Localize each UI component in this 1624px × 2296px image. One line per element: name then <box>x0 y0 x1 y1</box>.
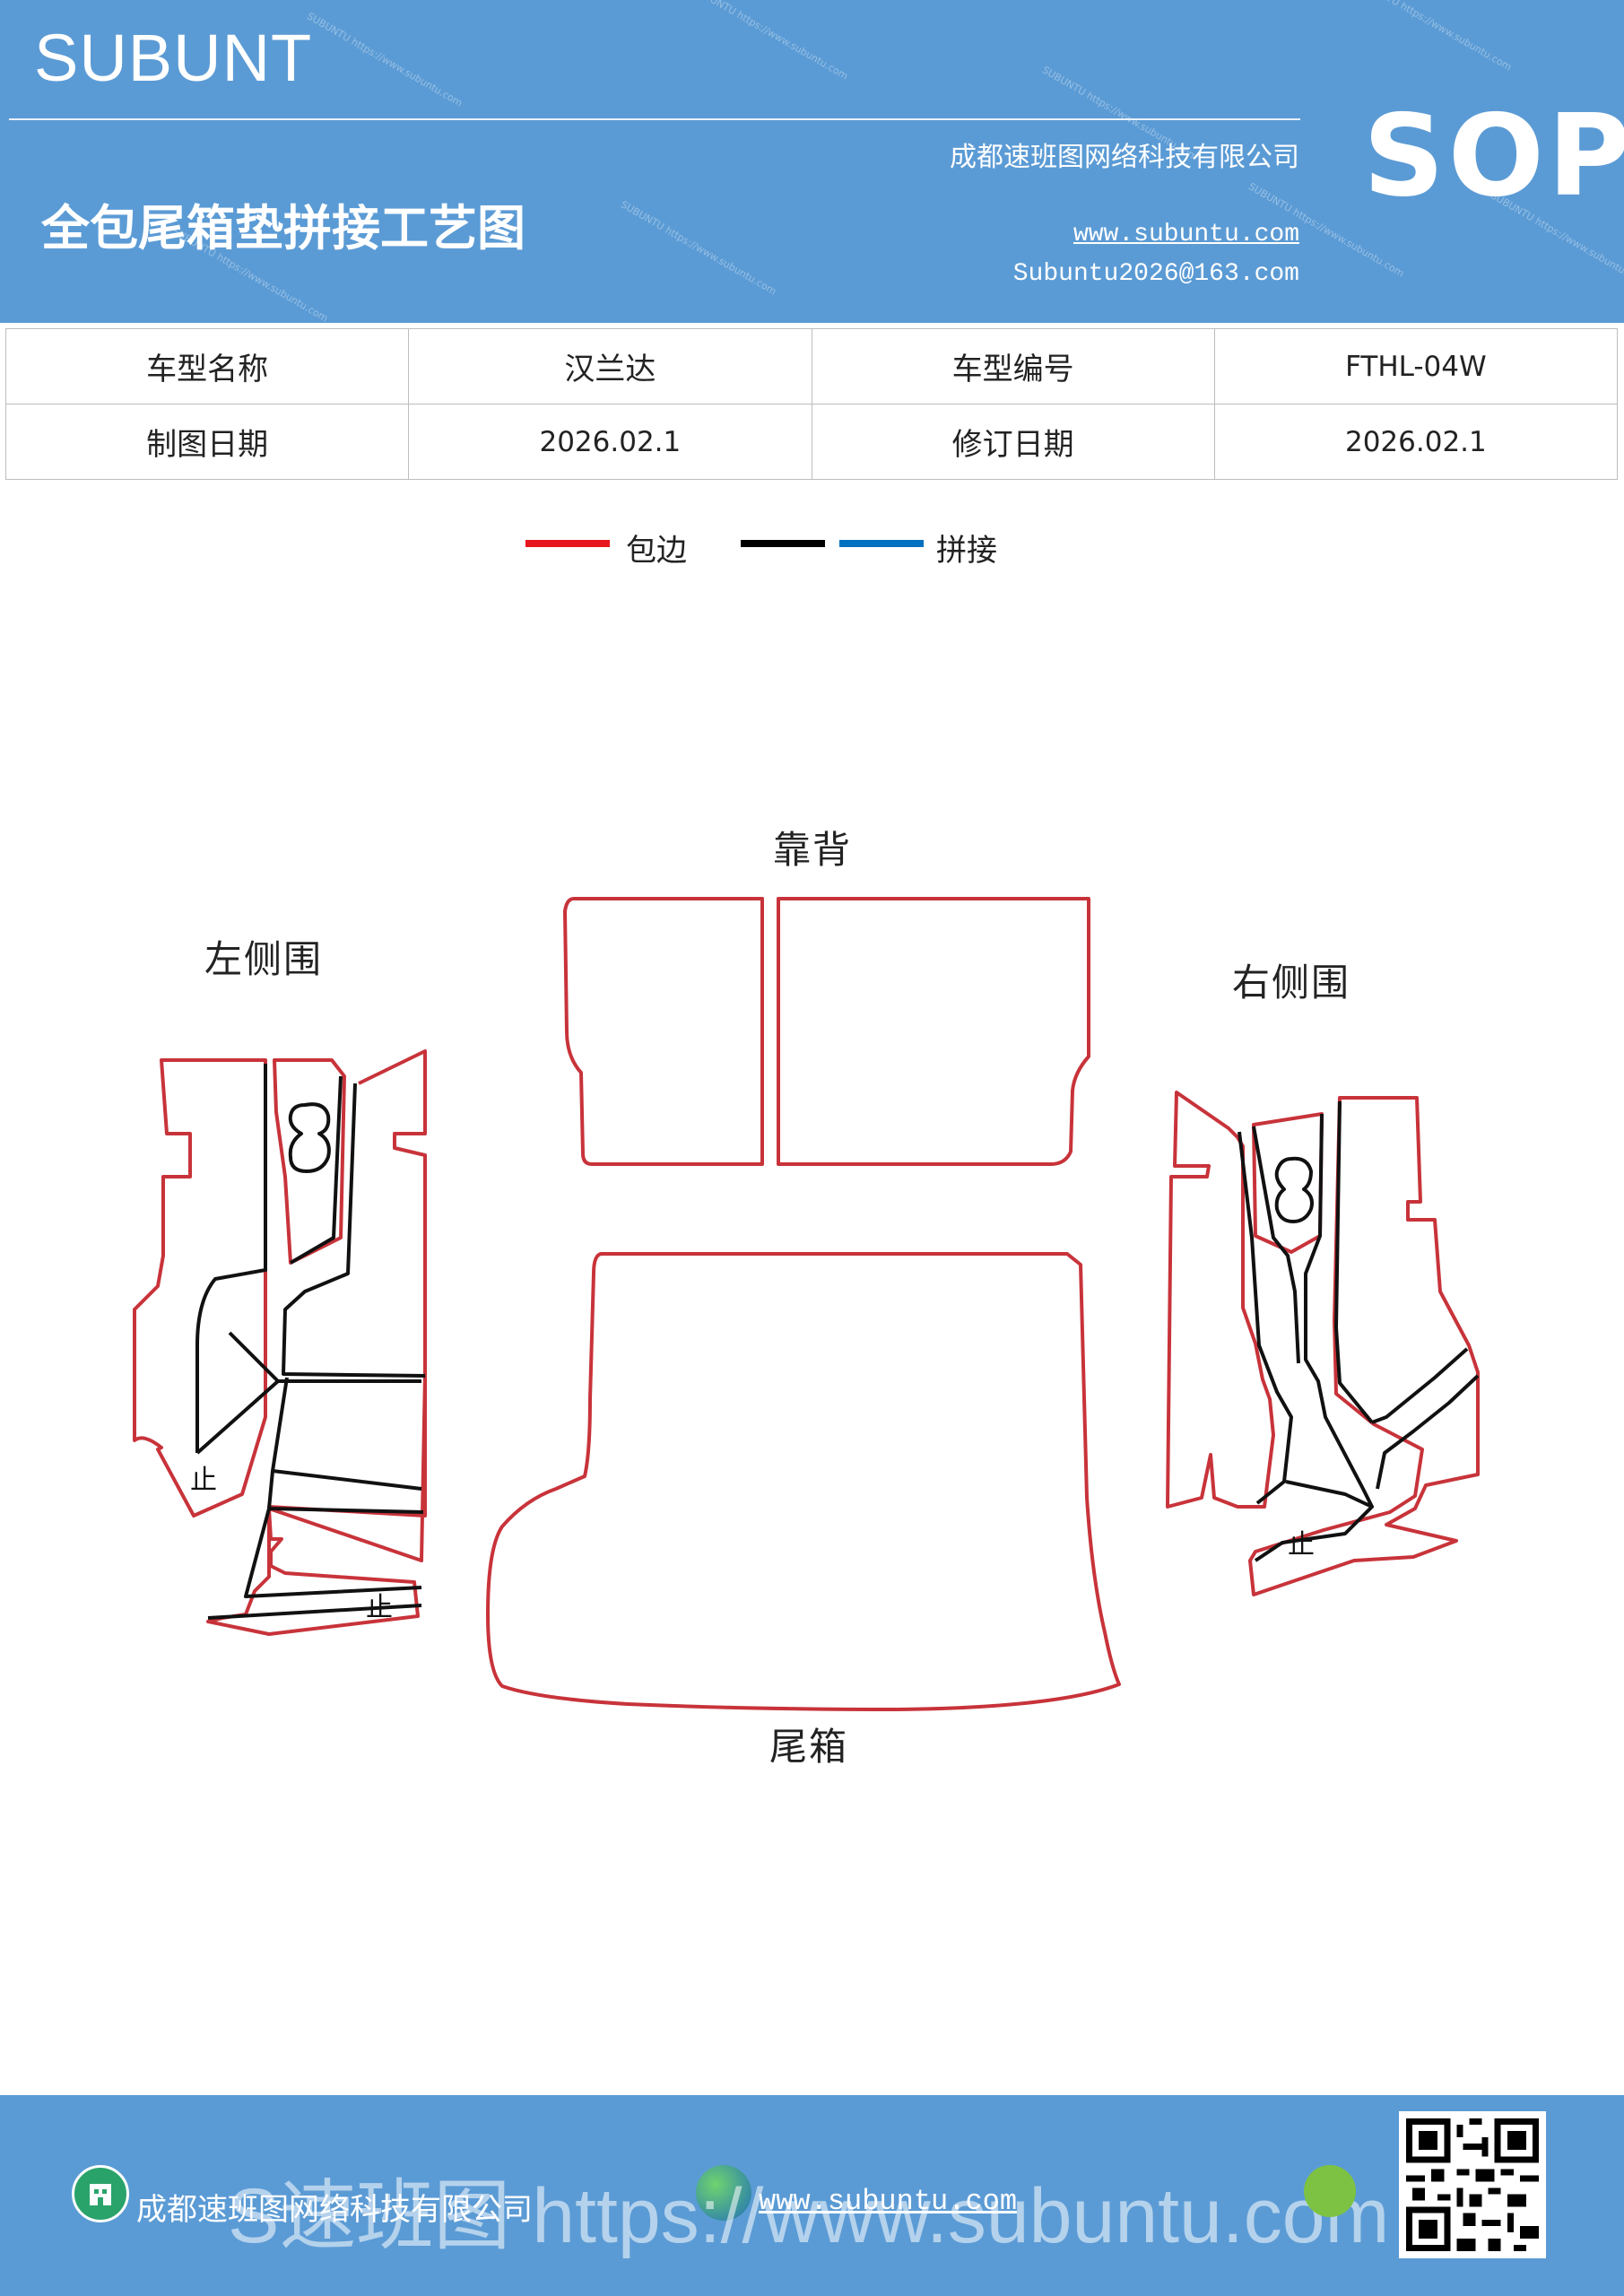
left-side-seam <box>272 1469 422 1491</box>
model-code-value: FTHL-04W <box>1213 328 1619 404</box>
left-side-seam <box>267 1377 289 1509</box>
vehicle-info-table: 车型名称 汉兰达 车型编号 FTHL-04W 制图日期 2026.02.1 修订… <box>4 328 1619 480</box>
footer-banner: 成都速班图网络科技有限公司 www.subuntu.com S速班图 https… <box>0 2095 1624 2296</box>
backrest-right-panel <box>777 897 1090 1166</box>
legend-swatch-seam <box>839 540 924 547</box>
left-side-seam <box>244 1508 422 1598</box>
left-side-seam <box>207 1604 422 1620</box>
left-side-seam <box>289 1075 343 1265</box>
right-side-seam <box>1254 1480 1374 1562</box>
right-side-seam <box>1376 1374 1480 1490</box>
mat-pieces-svg: 止 止 止 <box>133 897 1480 1711</box>
trunk-floor-panel <box>486 1252 1121 1711</box>
stop-mark: 止 <box>1288 1529 1315 1561</box>
stop-mark: 止 <box>366 1592 393 1623</box>
right-side-cutout <box>1274 1156 1314 1223</box>
revise-date-label: 修订日期 <box>811 404 1215 480</box>
header-banner: SUBUNTU https://www.subuntu.com SUBUNTU … <box>0 0 1624 323</box>
left-side-top-edge <box>273 1058 346 1265</box>
model-name-value: 汉兰达 <box>408 328 812 404</box>
left-side-outer-edge <box>133 1058 267 1518</box>
line-legend: 包边 拼接 <box>0 520 1624 574</box>
model-code-label: 车型编号 <box>811 328 1215 404</box>
label-left-side: 左侧围 <box>204 937 324 981</box>
left-side-cutout <box>288 1102 331 1173</box>
legend-label-edge: 包边 <box>626 533 687 569</box>
label-right-side: 右侧围 <box>1232 961 1351 1004</box>
wechat-icon <box>1304 2165 1356 2217</box>
left-side-seam <box>282 1083 426 1378</box>
company-name: 成都速班图网络科技有限公司 <box>950 142 1299 173</box>
right-side-seam <box>1252 1126 1300 1364</box>
sop-badge: SOP <box>1363 90 1624 222</box>
right-side-seam <box>1371 1347 1469 1424</box>
right-side-seam <box>1238 1131 1293 1505</box>
stop-mark: 止 <box>190 1465 217 1496</box>
header-divider <box>9 118 1300 120</box>
draw-date-label: 制图日期 <box>4 404 410 480</box>
left-side-seam <box>268 1507 424 1514</box>
right-side-rear-edge <box>1248 1096 1480 1596</box>
backrest-left-panel <box>563 897 764 1166</box>
table-row: 车型名称 汉兰达 车型编号 FTHL-04W <box>4 328 1619 404</box>
left-side-corner-edge <box>206 1049 427 1636</box>
legend-swatch-edge <box>525 540 610 547</box>
right-side-seam <box>1304 1113 1374 1508</box>
label-back: 靠背 <box>773 828 853 872</box>
globe-icon <box>696 2165 751 2221</box>
label-trunk: 尾箱 <box>769 1725 849 1769</box>
page-title: 全包尾箱垫拼接工艺图 <box>41 199 525 257</box>
brand-name: SUBUNT <box>34 21 313 95</box>
right-side-mid-edge <box>1252 1112 1324 1254</box>
footer-company-name: 成都速班图网络科技有限公司 <box>136 2192 533 2228</box>
email-address: Subuntu2026@163.com <box>1012 260 1299 288</box>
draw-date-value: 2026.02.1 <box>408 404 812 480</box>
footer-watermark: S速班图 https://www.subuntu.com <box>228 2173 1390 2259</box>
mat-layout-diagram: 靠背 左侧围 右侧围 尾箱 <box>0 771 1624 1812</box>
right-side-seam <box>1334 1100 1374 1424</box>
footer-website-link[interactable]: www.subuntu.com <box>759 2185 1018 2218</box>
table-row: 制图日期 2026.02.1 修订日期 2026.02.1 <box>4 404 1619 480</box>
revise-date-value: 2026.02.1 <box>1213 404 1619 480</box>
qr-code-icon <box>1399 2111 1546 2258</box>
legend-swatch-black <box>741 540 825 547</box>
building-icon <box>72 2165 129 2222</box>
left-side-seam <box>195 1064 267 1453</box>
legend-label-seam: 拼接 <box>936 533 997 569</box>
website-link[interactable]: www.subuntu.com <box>1073 221 1299 248</box>
model-name-label: 车型名称 <box>4 328 410 404</box>
